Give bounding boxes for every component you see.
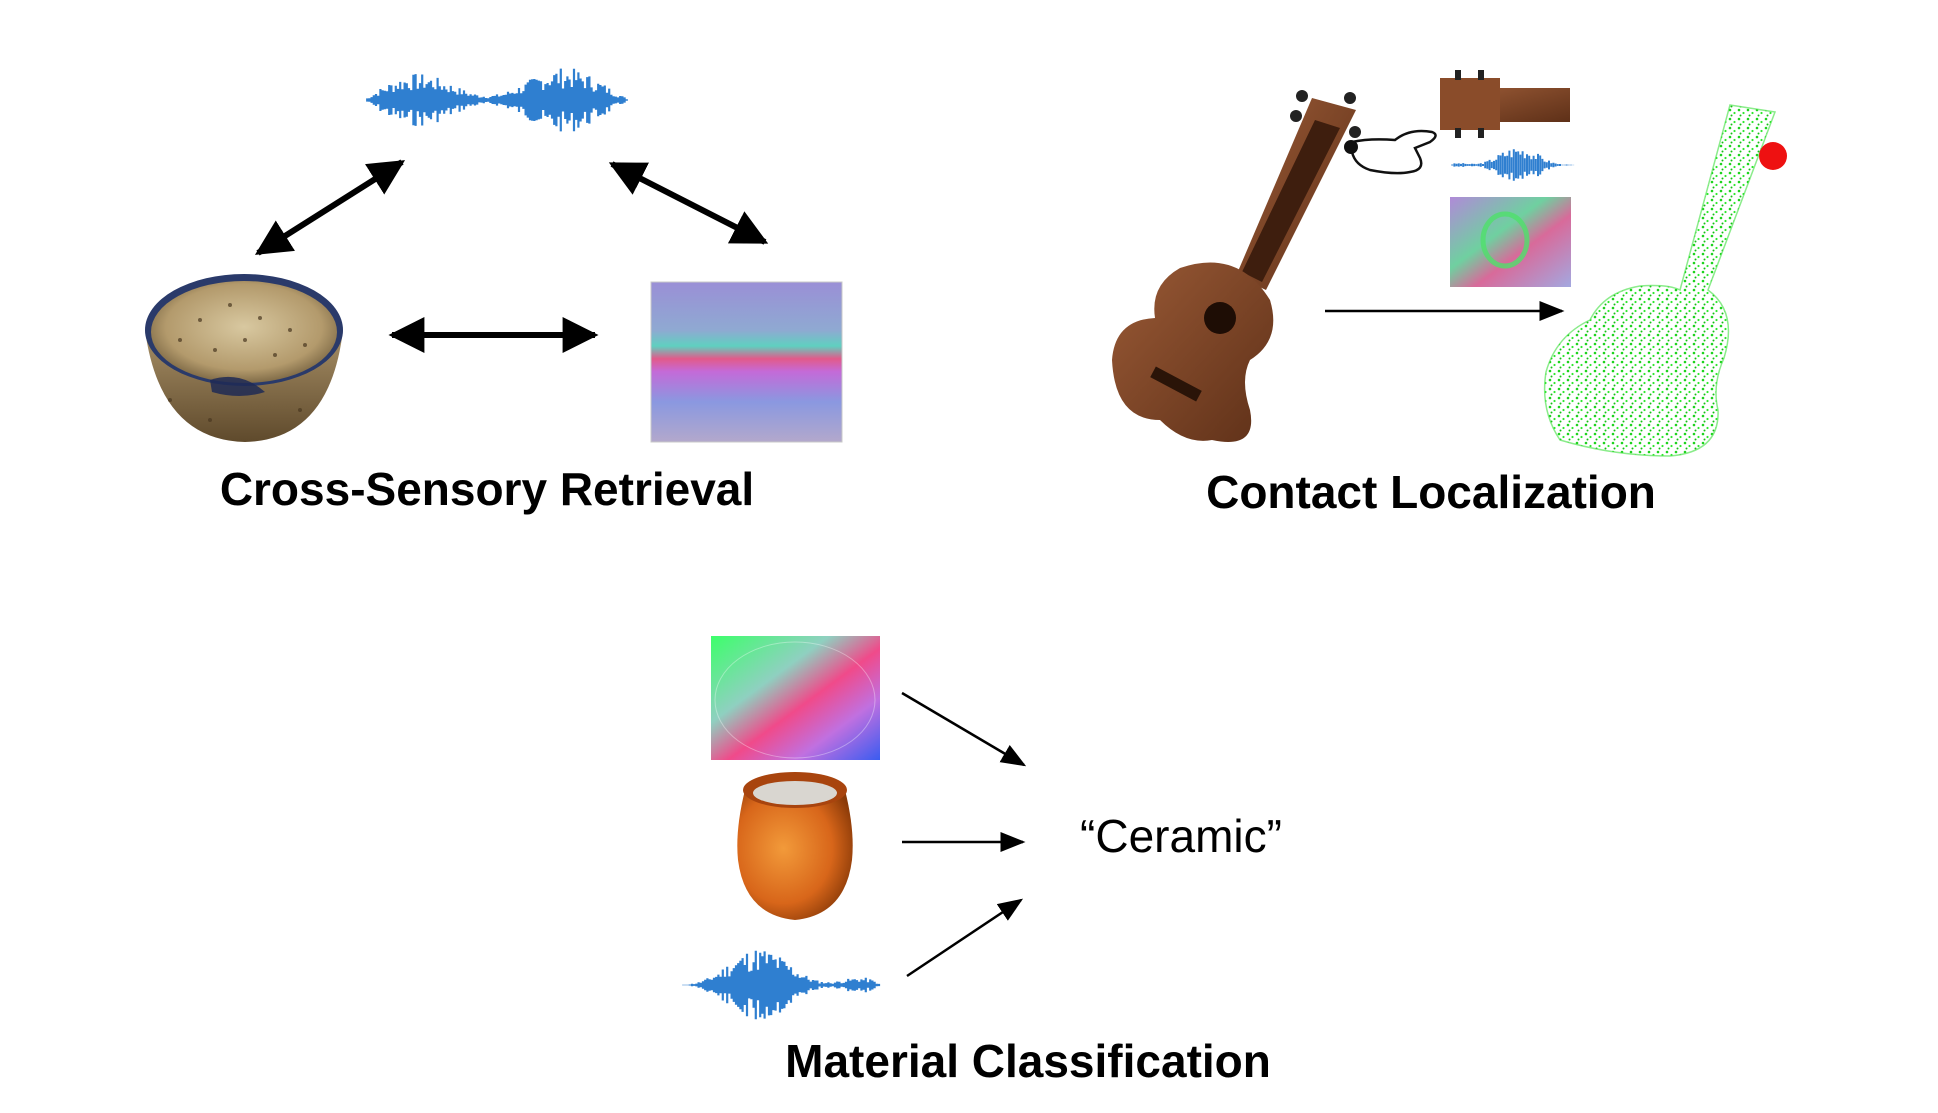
contact-point-marker [1759, 142, 1787, 170]
bowl-render-icon [145, 274, 343, 442]
tactile-image-icon [1450, 197, 1571, 287]
ukulele-render-icon [1112, 90, 1361, 442]
audio-waveform-icon [1451, 149, 1575, 181]
tactile-image-icon [711, 636, 880, 760]
material-output-label: “Ceramic” [1080, 810, 1282, 862]
contact-localization-panel: Contact Localization [1112, 70, 1787, 518]
ukulele-headstock-inset-icon [1440, 70, 1570, 138]
audio-input-arrow [906, 898, 1024, 978]
touch-input-arrow [901, 691, 1027, 767]
audio-touch-double-arrow [608, 161, 769, 245]
cross-sensory-retrieval-panel: Cross-Sensory Retrieval [145, 68, 843, 515]
audio-vision-double-arrow [254, 159, 406, 256]
material-classification-panel: “Ceramic” Material Classification [682, 636, 1282, 1087]
point-cloud-icon [1543, 104, 1787, 457]
audio-waveform-icon [682, 950, 881, 1020]
localization-caption: Contact Localization [1206, 466, 1656, 518]
tactile-image-icon [650, 281, 843, 443]
pot-render-icon [737, 772, 853, 920]
pointing-hand-icon [1344, 129, 1437, 175]
audio-waveform-icon [366, 68, 628, 132]
classification-caption: Material Classification [785, 1035, 1271, 1087]
retrieval-caption: Cross-Sensory Retrieval [220, 463, 754, 515]
